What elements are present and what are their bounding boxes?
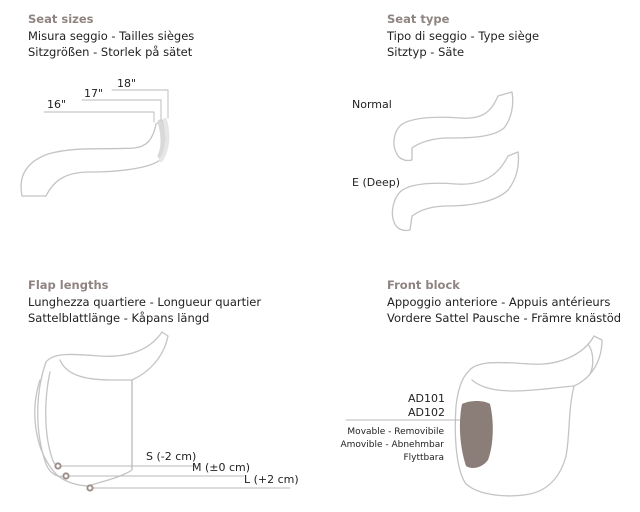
- front-block-code1: AD101: [408, 392, 445, 405]
- front-block-title: Front block: [387, 278, 460, 292]
- flap-markers: [54, 462, 94, 492]
- seat-size-17: 17": [84, 87, 104, 100]
- front-block-movable2: Amovible - Abnehmbar: [340, 440, 445, 450]
- flap-l-label: L (+2 cm): [244, 473, 299, 486]
- seat-type-normal-label: Normal: [352, 98, 392, 111]
- front-block-movable1: Movable - Removibile: [347, 427, 444, 437]
- flap-m-label: M (±0 cm): [192, 461, 251, 474]
- front-block-line2: Vordere Sattel Pausche - Främre knästöd: [387, 311, 622, 325]
- front-block-pad: [459, 401, 493, 468]
- seat-sizes-line2: Sitzgrößen - Storlek på sätet: [28, 45, 193, 59]
- flap-guides: [59, 465, 291, 489]
- seat-type-line1: Tipo di seggio - Type siège: [387, 29, 540, 43]
- seat-sizes-line1: Misura seggio - Tailles sièges: [28, 29, 195, 43]
- front-block-code2: AD102: [408, 406, 445, 419]
- front-block-movable3: Flyttbara: [403, 453, 444, 463]
- seat-size-guides: [43, 89, 169, 123]
- flap-s-label: S (-2 cm): [146, 450, 197, 463]
- seat-type-deep-label: E (Deep): [352, 176, 401, 189]
- seat-size-18: 18": [117, 77, 137, 90]
- seat-normal-drawing: [393, 91, 514, 162]
- flap-saddle-drawing: [34, 331, 169, 487]
- seat-size-saddle-drawing: [20, 118, 170, 197]
- flap-lengths-title: Flap lengths: [28, 278, 109, 292]
- seat-deep-drawing: [391, 151, 520, 232]
- flap-lengths-line2: Sattelblattlänge - Kåpans längd: [28, 311, 210, 325]
- front-block-saddle-drawing: [454, 335, 603, 497]
- seat-size-16: 16": [47, 98, 67, 111]
- seat-type-title: Seat type: [387, 12, 450, 26]
- seat-type-line2: Sitztyp - Säte: [387, 45, 465, 59]
- front-block-line1: Appoggio anteriore - Appuis antérieurs: [387, 295, 611, 309]
- seat-sizes-title: Seat sizes: [28, 12, 94, 26]
- flap-lengths-line1: Lunghezza quartiere - Longueur quartier: [28, 295, 262, 309]
